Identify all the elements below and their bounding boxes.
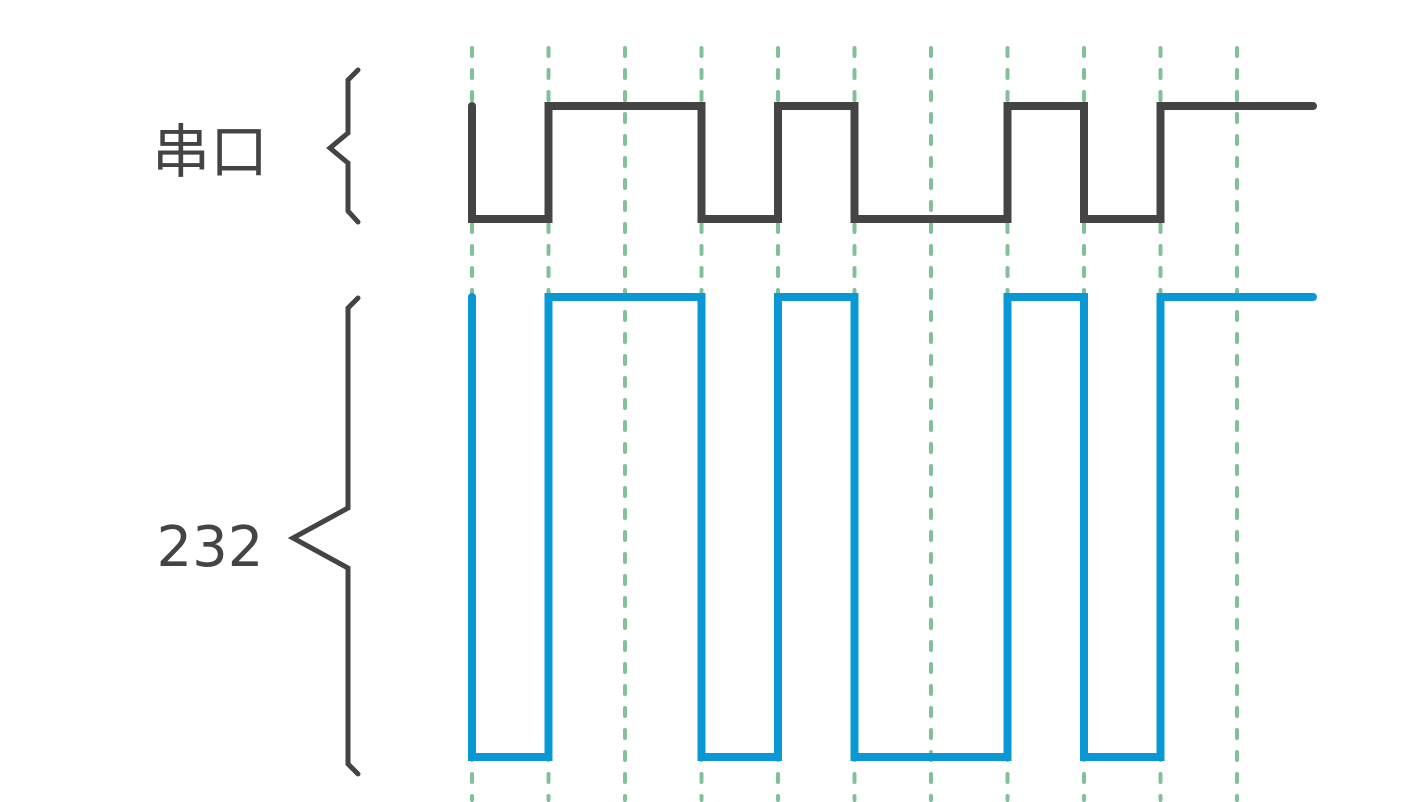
- serial-waveform: [468, 102, 1317, 223]
- serial-label: 串口: [152, 118, 268, 186]
- serial-brace: [326, 67, 361, 225]
- rs232-label: 232: [157, 515, 264, 580]
- rs232-signal-group: 232: [157, 293, 1317, 777]
- serial-signal-group: 串口: [152, 67, 1317, 225]
- rs232-waveform: [468, 293, 1317, 761]
- rs232-brace: [287, 295, 361, 777]
